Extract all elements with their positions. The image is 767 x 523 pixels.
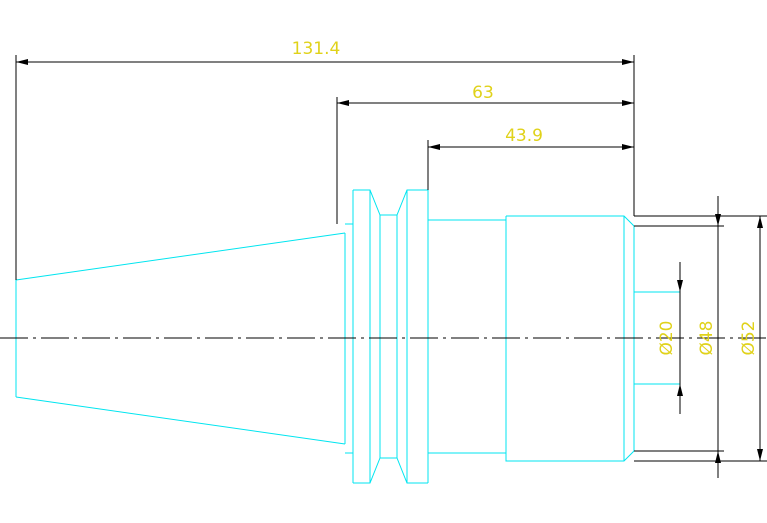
dim-20-label: Ø20 [657,320,677,355]
taper-bottom-edge [15,396,346,445]
flange-bottom-profile [353,457,428,484]
dim-43-label: 43.9 [505,126,543,146]
flange-top-profile [353,189,428,216]
dim-overall-label: 131.4 [292,39,341,59]
dim-63-label: 63 [472,83,494,103]
taper-top-edge [15,232,346,281]
dimension-labels: 131.4 63 43.9 Ø20 Ø48 Ø52 [292,39,759,356]
dim-52-label: Ø52 [739,320,759,355]
dim-48-label: Ø48 [697,320,717,355]
dimension-lines [15,55,767,478]
part-outline [15,189,680,484]
